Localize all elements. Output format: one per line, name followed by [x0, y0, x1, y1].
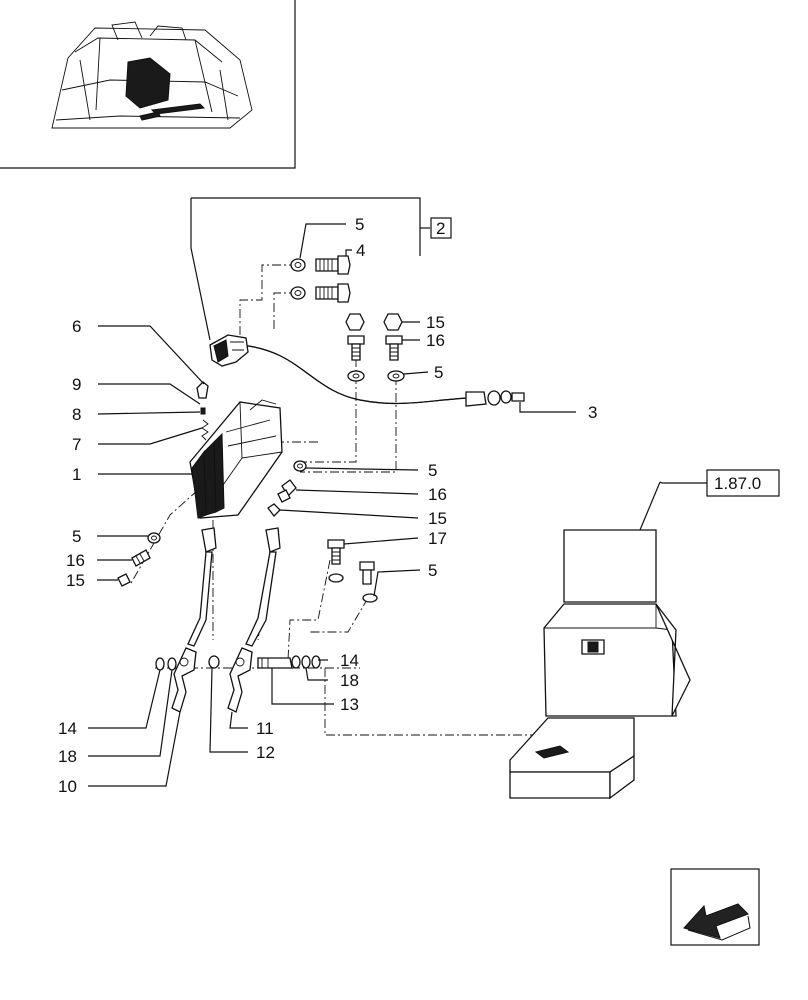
callout-15: 15	[66, 571, 85, 590]
bolt-4	[315, 255, 351, 303]
callout-15: 15	[426, 313, 445, 332]
console-reference-1-87-0	[509, 481, 691, 800]
callout-6: 6	[72, 317, 81, 336]
callout-5: 5	[428, 461, 437, 480]
callout-14: 14	[340, 651, 359, 670]
callout-4: 4	[356, 241, 365, 260]
callout-2: 2	[436, 219, 445, 238]
callout-16: 16	[428, 485, 447, 504]
callout-5: 5	[434, 363, 443, 382]
leader-lines	[88, 223, 576, 787]
bolt-16-pair	[347, 335, 403, 361]
knob-9	[196, 381, 209, 399]
thumbnail-cab-sketch	[51, 21, 253, 129]
callout-10: 10	[58, 777, 77, 796]
reference-box[interactable]: 1.87.0	[659, 469, 780, 497]
callout-3: 3	[588, 403, 597, 422]
callout-12: 12	[256, 743, 275, 762]
callout-18: 18	[58, 747, 77, 766]
callout-15: 15	[428, 509, 447, 528]
cable-3	[239, 344, 525, 407]
bracket-assembly-2	[190, 197, 452, 341]
cable-bracket-6	[209, 334, 249, 367]
callout-14: 14	[58, 719, 77, 738]
callout-5: 5	[72, 527, 81, 546]
washer-5-left	[147, 532, 161, 544]
pin-13	[257, 655, 301, 669]
callout-18: 18	[340, 671, 359, 690]
bolt-16-left	[131, 549, 151, 567]
callout-7: 7	[72, 435, 81, 454]
control-housing-1	[189, 399, 283, 519]
callout-5: 5	[428, 561, 437, 580]
location-thumbnail	[0, 0, 296, 169]
callout-8: 8	[72, 405, 81, 424]
nut-15-left	[117, 573, 131, 587]
washer-5-top	[290, 258, 306, 300]
callout-11: 11	[256, 719, 274, 738]
callout-17: 17	[428, 529, 447, 548]
bolt-17	[327, 539, 375, 585]
callout-5: 5	[355, 215, 364, 234]
nut-15-mid	[267, 503, 281, 517]
callout-9: 9	[72, 375, 81, 394]
reference-label: 1.87.0	[714, 474, 761, 493]
callout-labels: 5 4 2 15 16 5 3 6 9 8 7 1 5 16 15 17 5 5…	[58, 215, 597, 796]
spring-7	[201, 419, 209, 441]
bolt-16-mid	[277, 479, 297, 503]
washer-5-right	[347, 370, 405, 382]
callout-16: 16	[426, 331, 445, 350]
washer-5-lower	[328, 573, 378, 603]
pin-8	[200, 407, 206, 415]
lever-11	[227, 527, 281, 713]
callout-16: 16	[66, 551, 85, 570]
callout-box-2	[430, 217, 452, 239]
cap-nut-15-pair	[345, 313, 403, 331]
arrow-back-left-icon[interactable]	[670, 868, 760, 946]
callout-13: 13	[340, 695, 359, 714]
lever-10	[171, 527, 217, 713]
ring-14-18-right	[301, 655, 321, 669]
washer-5-mid	[293, 460, 307, 472]
callout-1: 1	[72, 465, 81, 484]
